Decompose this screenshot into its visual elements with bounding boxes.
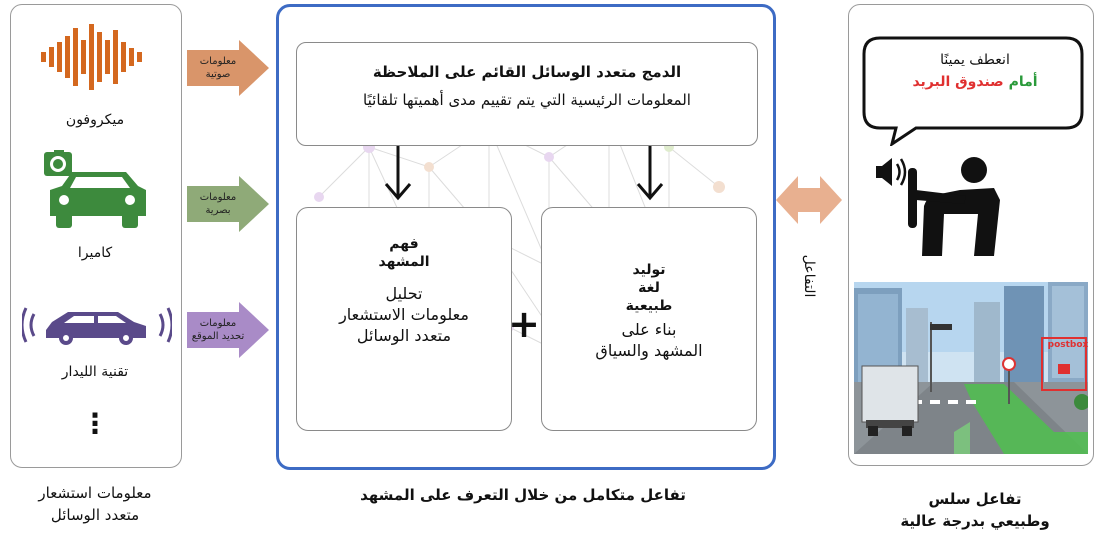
input-arrows [187,40,269,358]
interaction-double-arrow [776,176,842,224]
visual-arrow-label-1: معلومات [199,192,237,203]
sensor-caption-line1: معلومات استشعار [38,484,152,502]
plus-sign: + [508,302,540,346]
fusion-box: الدمج متعدد الوسائل القائم على الملاحظة … [296,42,758,146]
center-caption: تفاعل متكامل من خلال التعرف على المشهد [360,486,686,504]
generation-title-3: طبيعية [625,298,673,314]
speech-postbox-word: صندوق البريد [912,74,1004,90]
speech-bubble-icon [862,36,1084,146]
location-arrow-shape [187,302,269,358]
right-caption-line2: وطبيعي بدرجة عالية [900,512,1050,530]
speech-line-1: انعطف يمينًا [940,52,1010,68]
camera-label: كاميرا [77,245,113,261]
understanding-title-2: المشهد [378,254,430,270]
interaction-label: التفاعل [801,254,817,298]
lidar-car-icon [22,307,172,345]
generation-body-2: المشهد والسياق [595,341,703,360]
location-arrow-label-1: معلومات [199,318,237,329]
fusion-title: الدمج متعدد الوسائل القائم على الملاحظة [372,63,682,81]
visual-arrow-label-2: بصرية [205,205,231,216]
generation-body-1: بناء على [621,320,677,339]
fusion-down-arrows [384,146,664,201]
microphone-label: ميكروفون [65,112,125,128]
right-caption-line1: تفاعل سلس [928,490,1022,508]
language-generation-box: توليد لغة طبيعية بناء على المشهد والسياق [541,207,757,431]
understanding-body-2: معلومات الاستشعار [339,305,469,324]
street-scene-image [854,282,1088,454]
camera-car-icon [44,150,146,228]
audio-arrow-shape [187,40,269,96]
lidar-label: تقنية الليدار [61,364,129,380]
more-sensors-dots: ⋮ [81,407,109,440]
sensor-caption-line2: متعدد الوسائل [50,506,140,524]
speech-line-2: أمام صندوق البريد [880,74,1070,90]
postbox-label: postbox [1047,340,1089,350]
fusion-body: المعلومات الرئيسية التي يتم تقييم مدى أه… [363,91,691,109]
visual-arrow-shape [187,176,269,232]
scene-understanding-box: فهم المشهد تحليل معلومات الاستشعار متعدد… [296,207,512,431]
speech-front-word: أمام [1008,74,1038,90]
audio-arrow-label-2: صوتية [205,69,231,80]
understanding-title-1: فهم [389,236,419,252]
generation-title-1: توليد [632,262,666,278]
audio-arrow-label-1: معلومات [199,56,237,67]
driver-speaker-icon [876,157,1000,256]
understanding-body-3: متعدد الوسائل [356,326,452,345]
understanding-body-1: تحليل [385,284,423,303]
sensor-panel [10,4,182,468]
microphone-waveform-icon [41,24,142,90]
location-arrow-label-2: تحديد الموقع [191,331,245,342]
generation-title-2: لغة [638,280,660,296]
